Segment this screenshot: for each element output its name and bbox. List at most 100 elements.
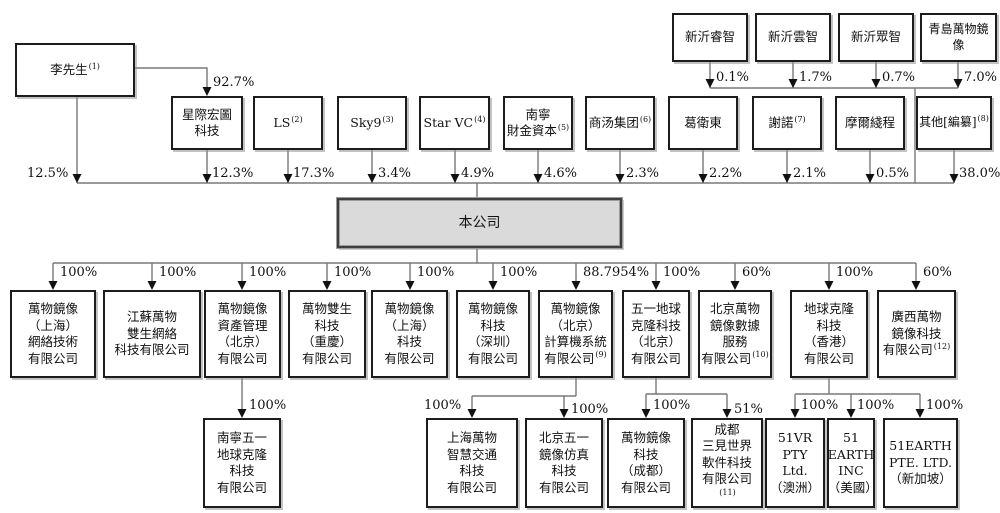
node-sub5-label: 萬物鏡像 （上海） 科技 有限公司 — [384, 301, 435, 366]
node-g6-label: 51VR PTY Ltd. （澳洲） — [769, 430, 820, 495]
pct-sub2: 100% — [159, 265, 197, 280]
node-mr-li-label: 李先生 — [50, 61, 88, 77]
node-shangtang-footnote: (6) — [639, 114, 652, 124]
pct-g1: 100% — [249, 398, 287, 413]
node-jiangsu-wanwu: 江蘇萬物 雙生網絡 科技有限公司 — [103, 290, 201, 378]
node-xinyi-zhongzhi: 新沂眾智 — [838, 13, 914, 62]
node-earth-clone-hk: 地球克隆 科技 （香港） 有限公司 — [790, 290, 868, 378]
node-beijing-wwjx-data: 北京萬物 鏡像數據 服務 有限公司(10) — [698, 290, 772, 378]
node-g3-label: 北京五一 鏡像仿真 科技 有限公司 — [538, 430, 589, 495]
node-company: 本公司 — [336, 197, 623, 249]
pct-xingji: 12.3% — [212, 166, 254, 181]
node-xinyi-yunzhi-label: 新沂雲智 — [767, 29, 818, 45]
node-g5-footnote: (11) — [719, 487, 736, 497]
node-ge-weidong-label: 葛衛東 — [684, 114, 722, 130]
node-xie-nuo-footnote: (7) — [794, 114, 806, 124]
pct-g5: 51% — [734, 402, 763, 417]
node-guangxi-wwjx: 廣西萬物 鏡像科技 有限公司(12) — [877, 290, 956, 378]
pct-ge-weidong: 2.2% — [709, 166, 743, 181]
node-shanghai-smart-traffic: 上海萬物 智慧交通 科技 有限公司 — [426, 418, 518, 508]
node-wwjx-chengdu: 萬物鏡像 科技 （成都） 有限公司 — [607, 418, 685, 508]
node-sub8-label: 五一地球 克隆科技 （北京） 有限公司 — [630, 301, 681, 366]
node-shangtang: 商汤集团(6) — [585, 96, 655, 150]
node-ls-label: LS — [273, 114, 291, 130]
node-company-label: 本公司 — [458, 214, 501, 231]
pct-lee: 12.5% — [27, 166, 69, 181]
node-qita: 其他[編纂](8) — [916, 96, 992, 150]
pct-moer: 0.5% — [876, 166, 910, 181]
node-51vr-pty-australia: 51VR PTY Ltd. （澳洲） — [765, 418, 825, 508]
pct-ls: 17.3% — [293, 166, 335, 181]
node-51earth-pte-singapore: 51EARTH PTE. LTD. （新加坡） — [883, 418, 958, 508]
node-shangtang-label: 商汤集团 — [588, 114, 639, 130]
node-wwjx-asset-mgmt-beijing: 萬物鏡像 資產管理 （北京） 有限公司 — [204, 290, 281, 378]
node-xinyi-yunzhi: 新沂雲智 — [755, 13, 831, 62]
node-nanning-caijin: 南寧 財金資本(5) — [503, 96, 573, 150]
pct-sub8: 100% — [663, 265, 701, 280]
node-ls-footnote: (2) — [291, 114, 303, 124]
node-51-earth-inc-usa: 51 EARTH INC （美國） — [827, 418, 878, 508]
node-xinyi-ruizhi: 新沂睿智 — [672, 13, 748, 62]
pct-sub4: 100% — [334, 265, 372, 280]
node-qingdao-label: 青島萬物鏡像 — [928, 21, 989, 52]
pct-xinyi-ruizhi: 0.1% — [716, 70, 750, 85]
node-xie-nuo: 謝諾(7) — [752, 96, 822, 150]
node-star-vc-label: Star VC — [423, 114, 474, 130]
node-wwjx-shanghai-network: 萬物鏡像 （上海） 網絡技術 有限公司 — [10, 290, 96, 378]
pct-g2: 100% — [424, 398, 462, 413]
node-xingji-hongtu: 星際宏圖 科技 — [171, 96, 243, 150]
pct-sub9: 60% — [742, 265, 771, 280]
pct-g6: 100% — [801, 398, 839, 413]
pct-nanning: 4.6% — [544, 166, 578, 181]
node-nanning-caijin-footnote: (5) — [557, 122, 570, 132]
node-sub9-label: 北京萬物 鏡像數據 服務 有限公司 — [701, 301, 760, 366]
node-mr-li-footnote: (1) — [88, 61, 100, 71]
pct-qita: 38.0% — [959, 166, 1000, 181]
pct-sub5: 100% — [417, 265, 455, 280]
pct-sub11: 60% — [923, 265, 952, 280]
pct-g8: 100% — [926, 398, 964, 413]
node-moer-xiancheng: 摩爾綫程 — [835, 96, 905, 150]
node-qita-label: 其他[編纂] — [919, 115, 977, 130]
node-51-earth-clone-beijing: 五一地球 克隆科技 （北京） 有限公司 — [622, 290, 690, 378]
node-sub9-footnote: (10) — [752, 350, 769, 360]
pct-sub6: 100% — [500, 265, 538, 280]
pct-sub10: 100% — [836, 265, 874, 280]
node-g1-label: 南寧五一 地球克隆 科技 有限公司 — [216, 430, 267, 495]
node-mr-li: 李先生(1) — [15, 43, 135, 97]
node-g4-label: 萬物鏡像 科技 （成都） 有限公司 — [620, 430, 671, 495]
node-star-vc-footnote: (4) — [474, 114, 486, 124]
pct-sub1: 100% — [60, 265, 98, 280]
node-star-vc: Star VC(4) — [419, 96, 490, 150]
pct-sub7: 88.7954% — [583, 265, 650, 280]
node-g5-label: 成都 三見世界 軟件科技 有限公司 — [701, 421, 752, 487]
pct-sky9: 3.4% — [378, 166, 412, 181]
node-xinyi-ruizhi-label: 新沂睿智 — [684, 29, 735, 45]
node-ls: LS(2) — [253, 96, 323, 150]
pct-xinyi-yunzhi: 1.7% — [799, 70, 833, 85]
node-wwjx-shenzhen: 萬物鏡像 科技 （深圳） 有限公司 — [456, 290, 530, 378]
node-sub3-label: 萬物鏡像 資產管理 （北京） 有限公司 — [217, 301, 268, 366]
node-sub2-label: 江蘇萬物 雙生網絡 科技有限公司 — [114, 309, 190, 358]
pct-xie-nuo: 2.1% — [793, 166, 827, 181]
node-qingdao-wanwu-jingxiang: 青島萬物鏡像 — [920, 13, 997, 62]
pct-g3: 100% — [571, 402, 609, 417]
node-wwjx-beijing-computer: 萬物鏡像 （北京） 計算機系統 有限公司(9) — [538, 290, 613, 378]
node-g2-label: 上海萬物 智慧交通 科技 有限公司 — [446, 430, 497, 495]
node-g7-label: 51 EARTH INC （美國） — [827, 430, 878, 495]
node-xingji-label: 星際宏圖 科技 — [181, 106, 232, 139]
node-sky9-label: Sky9 — [350, 114, 382, 130]
node-sub11-label: 廣西萬物 鏡像科技 有限公司 — [882, 309, 942, 358]
node-sky9: Sky9(3) — [337, 96, 407, 150]
pct-lee-to-xingji: 92.7% — [213, 75, 255, 90]
node-wanwu-shuangsheng-chongqing: 萬物雙生 科技 （重慶） 有限公司 — [288, 290, 366, 378]
node-sub7-footnote: (9) — [595, 350, 607, 360]
node-sub1-label: 萬物鏡像 （上海） 網絡技術 有限公司 — [27, 301, 78, 366]
pct-star-vc: 4.9% — [461, 166, 495, 181]
pct-sub3: 100% — [249, 265, 287, 280]
node-sky9-footnote: (3) — [382, 114, 394, 124]
node-g8-label: 51EARTH PTE. LTD. （新加坡） — [889, 438, 952, 487]
node-ge-weidong: 葛衛東 — [668, 96, 738, 150]
